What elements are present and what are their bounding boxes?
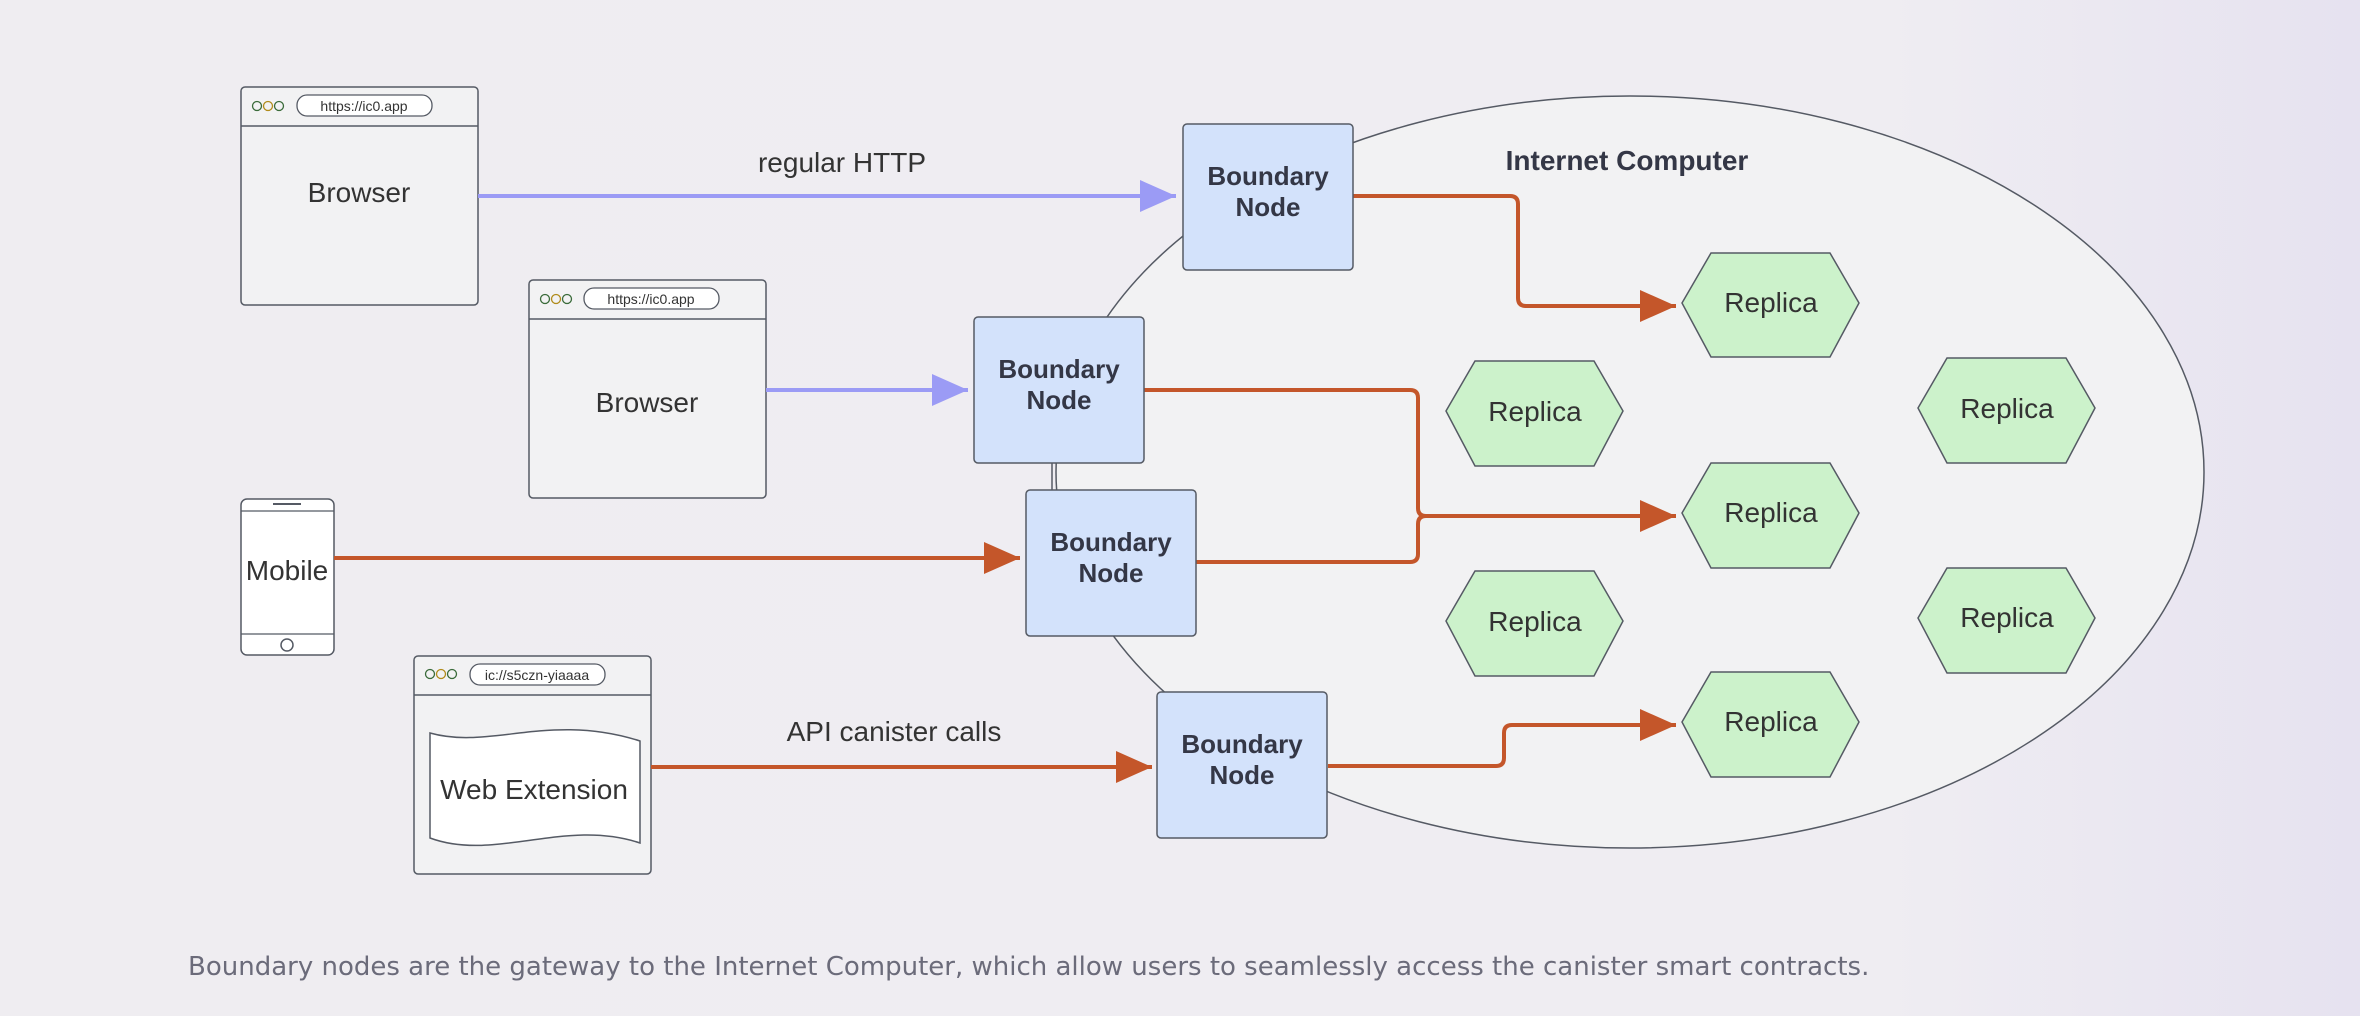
mobile-device: Mobile: [240, 498, 335, 656]
window-dots-icon: [539, 293, 573, 305]
address-bar[interactable]: [469, 663, 606, 686]
replica-label: Replica: [1960, 393, 2054, 424]
browser-label: Browser: [596, 387, 699, 418]
address-bar[interactable]: [296, 94, 433, 117]
edge-boundary1-replica: [1353, 194, 1676, 322]
browser-label: Browser: [308, 177, 411, 208]
replica-label: Replica: [1724, 497, 1818, 528]
web-extension-label: Web Extension: [440, 774, 628, 805]
home-button-icon: [280, 638, 294, 652]
edge-boundary4-replica: [1328, 709, 1676, 768]
replica-node-2[interactable]: Replica: [1445, 360, 1624, 467]
replica-label: Replica: [1724, 287, 1818, 318]
boundary-node-1[interactable]: Boundary Node: [1182, 123, 1354, 271]
boundary-node-4[interactable]: Boundary Node: [1156, 691, 1328, 839]
replica-label: Replica: [1488, 606, 1582, 637]
diagram-caption: Boundary nodes are the gateway to the In…: [188, 952, 1870, 982]
address-bar-url: ic://s5czn-yiaaaa: [485, 667, 589, 683]
replica-node-5[interactable]: Replica: [1445, 570, 1624, 677]
boundary-node-3[interactable]: Boundary Node: [1025, 489, 1197, 637]
address-bar-url: https://ic0.app: [607, 291, 694, 307]
edge-boundary3-replica: [1196, 514, 1427, 564]
internet-computer-label: Internet Computer: [1506, 145, 1749, 176]
replica-node-1[interactable]: Replica: [1681, 252, 1860, 358]
internet-computer-region: [1055, 95, 2205, 849]
boundary-node-label: Boundary: [1181, 729, 1303, 759]
boundary-node-label: Boundary: [1207, 161, 1329, 191]
address-bar-url: https://ic0.app: [320, 98, 407, 114]
replica-label: Replica: [1724, 706, 1818, 737]
edge-label-api: API canister calls: [787, 716, 1002, 747]
replica-label: Replica: [1960, 602, 2054, 633]
boundary-node-label: Node: [1027, 385, 1092, 415]
window-dots-icon: [424, 668, 458, 680]
address-bar[interactable]: [583, 287, 720, 310]
browser-window-1: https://ic0.app Browser: [240, 86, 479, 306]
window-dots-icon: [251, 100, 285, 112]
web-extension-window: ic://s5czn-yiaaaa Web Extension: [413, 655, 652, 875]
replica-node-4[interactable]: Replica: [1681, 462, 1860, 569]
replica-label: Replica: [1488, 396, 1582, 427]
boundary-node-label: Node: [1236, 192, 1301, 222]
replica-node-3[interactable]: Replica: [1917, 357, 2096, 464]
boundary-node-label: Node: [1079, 558, 1144, 588]
boundary-node-2[interactable]: Boundary Node: [973, 316, 1145, 464]
boundary-node-label: Boundary: [1050, 527, 1172, 557]
document-icon: [429, 728, 641, 847]
boundary-node-label: Boundary: [998, 354, 1120, 384]
edge-label-http: regular HTTP: [758, 147, 926, 178]
replica-node-6[interactable]: Replica: [1917, 567, 2096, 674]
boundary-node-label: Node: [1210, 760, 1275, 790]
replica-node-7[interactable]: Replica: [1681, 671, 1860, 778]
mobile-label: Mobile: [246, 555, 328, 586]
browser-window-2: https://ic0.app Browser: [528, 279, 767, 499]
